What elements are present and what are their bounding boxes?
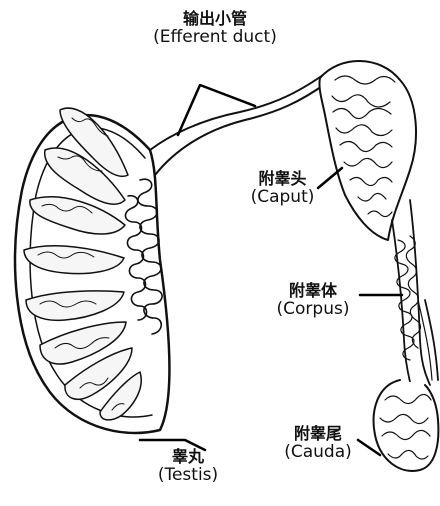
epididymis-caput-outline — [319, 61, 416, 240]
label-corpus-zh: 附睾体 — [268, 282, 358, 300]
epididymis-cauda-outline — [374, 380, 439, 471]
label-testis: 睾丸 (Testis) — [148, 448, 228, 486]
label-caput: 附睾头 (Caput) — [240, 170, 325, 208]
label-efferent-duct: 输出小管 (Efferent duct) — [140, 10, 290, 48]
label-testis-zh: 睾丸 — [148, 448, 228, 466]
label-cauda: 附睾尾 (Cauda) — [278, 425, 358, 463]
label-corpus-en: (Corpus) — [268, 300, 358, 320]
efferent-ducts — [150, 70, 330, 175]
label-testis-en: (Testis) — [148, 466, 228, 486]
label-caput-en: (Caput) — [240, 188, 325, 208]
label-cauda-zh: 附睾尾 — [278, 425, 358, 443]
label-cauda-en: (Cauda) — [278, 443, 358, 463]
corpus-coils — [395, 236, 421, 360]
label-efferent-duct-zh: 输出小管 — [140, 10, 290, 28]
label-efferent-duct-en: (Efferent duct) — [140, 28, 290, 48]
label-corpus: 附睾体 (Corpus) — [268, 282, 358, 320]
label-caput-zh: 附睾头 — [240, 170, 325, 188]
